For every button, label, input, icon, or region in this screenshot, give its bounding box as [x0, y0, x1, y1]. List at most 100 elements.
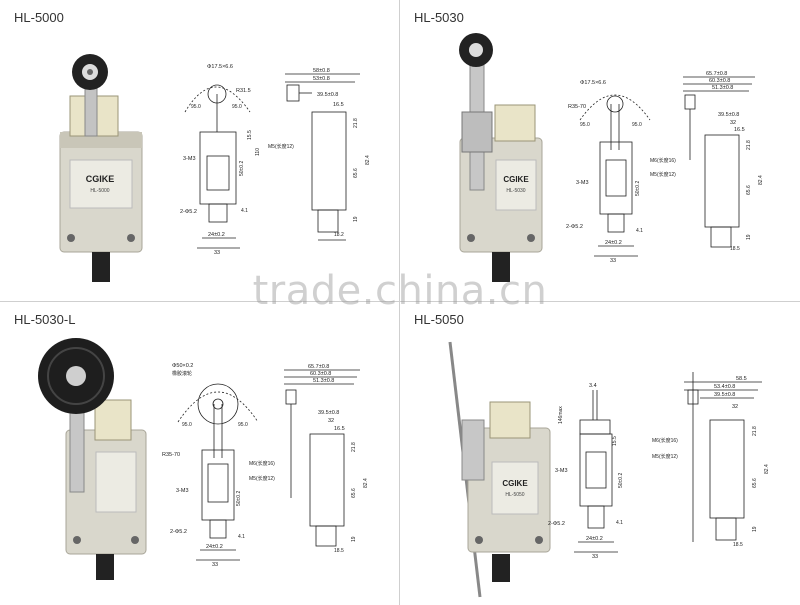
- model-title: HL-5000: [14, 10, 64, 25]
- width-outer-label: 33: [592, 554, 598, 560]
- width-outer-label: 33: [212, 562, 218, 568]
- side-height-label: 50±0.2: [618, 473, 624, 488]
- height-4: 19: [752, 526, 758, 532]
- top-dimension-b: 60.3±0.8: [310, 371, 331, 377]
- thread-label: M6(长度16): [652, 437, 678, 444]
- model-title: HL-5050: [414, 312, 464, 327]
- angle-right-label: 95.0: [632, 122, 642, 128]
- screw-label: 3-M3: [555, 468, 568, 474]
- thread2-label: M5(长度12): [652, 453, 678, 460]
- base-label: 18.5: [733, 542, 743, 548]
- lever-diameter-label: Φ17.5×6.6: [580, 80, 606, 86]
- side-height-label: 50±0.2: [236, 491, 242, 506]
- angle-left-label: 95.0: [191, 104, 201, 110]
- width-outer-label: 33: [610, 258, 616, 264]
- lever-note-label: 橡胶滚轮: [172, 370, 192, 377]
- offset-label: 4.1: [241, 208, 248, 214]
- holes-label: 2-Φ5.2: [548, 521, 565, 527]
- base-label: 18.5: [730, 246, 740, 252]
- top-dimension-a: 65.7±0.8: [706, 71, 727, 77]
- small-height-label: 15.5: [612, 436, 618, 446]
- height-1: 21.8: [353, 118, 359, 128]
- height-1: 21.8: [746, 140, 752, 150]
- top-dimension-c: 51.3±0.8: [712, 85, 733, 91]
- top-dimension-d: 39.5±0.8: [318, 410, 339, 416]
- width-inner-label: 24±0.2: [206, 544, 223, 550]
- holes-label: 2-Φ5.2: [170, 529, 187, 535]
- thread-label: M6(长度16): [650, 157, 676, 164]
- angle-right-label: 95.0: [238, 422, 248, 428]
- switch-photo: CGIKE HL-5030: [459, 33, 543, 282]
- vertical-divider: [399, 0, 400, 605]
- top-dimension-b: 53.4±0.8: [714, 384, 735, 390]
- base-label: 18.5: [334, 548, 344, 554]
- top-dimension-b: 60.3±0.8: [709, 78, 730, 84]
- horizontal-divider: [0, 301, 800, 302]
- panel-hl-5030: HL-5030 CGIKE HL-5030 Φ17.5×: [400, 0, 800, 301]
- small-height-label: 15.5: [247, 130, 253, 140]
- front-view: [177, 383, 259, 561]
- model-title: HL-5030-L: [14, 312, 76, 327]
- screw-label: 3-M3: [183, 156, 196, 162]
- thread2-label: M5(长度12): [650, 171, 676, 178]
- angle-right-label: 95.0: [232, 104, 242, 110]
- height-3: 82.4: [363, 478, 369, 488]
- top-dimension-a: 65.7±0.8: [308, 364, 329, 370]
- height-2: 65.6: [353, 168, 359, 178]
- rod-diameter-label: 3.4: [589, 383, 597, 389]
- total-height-label: 110: [255, 148, 261, 156]
- width-inner-label: 24±0.2: [208, 232, 225, 238]
- holes-label: 2-Φ5.2: [566, 224, 583, 230]
- top-dimension-d: 16.5: [333, 102, 344, 108]
- panel-hl-5030-l: HL-5030-L Φ50×0.2 橡胶滚轮 95: [0, 302, 399, 605]
- top-dimension-a: 58±0.8: [313, 68, 330, 74]
- switch-photo: CGIKE HL-5000: [59, 54, 143, 282]
- side-height-label: 50±0.2: [635, 181, 641, 196]
- lever-length-label: 146max: [558, 406, 564, 424]
- top-dimension-b: 53±0.8: [313, 76, 330, 82]
- product-drawing: CGIKE HL-5030 Φ17.5×6.6 R35-70 95.0 95.0…: [459, 33, 764, 282]
- angle-left-label: 95.0: [580, 122, 590, 128]
- top-dimension-d: 32: [732, 404, 738, 410]
- panel-hl-5000: HL-5000 CGIKE HL-5000: [0, 0, 399, 301]
- brand-label: CGIKE: [503, 175, 529, 184]
- body-model-label: HL-5030: [506, 188, 525, 194]
- top-dimension-c: 51.3±0.8: [313, 378, 334, 384]
- thread-label: M6(长度16): [249, 460, 275, 467]
- side-height-label: 50±0.2: [239, 161, 245, 176]
- front-view: [574, 390, 618, 553]
- offset-label: 4.1: [238, 534, 245, 540]
- width-inner-label: 24±0.2: [586, 536, 603, 542]
- brand-label: CGIKE: [86, 174, 115, 184]
- thread-label: M5(长度12): [268, 143, 294, 150]
- height-3: 82.4: [764, 464, 770, 474]
- switch-photo: [38, 338, 147, 580]
- body-model-label: HL-5000: [90, 188, 109, 194]
- panel-hl-5050: HL-5050 CGIKE HL-5050 3.4 146max 15.5: [400, 302, 800, 605]
- height-1: 21.8: [351, 442, 357, 452]
- lever-diameter-label: Φ50×0.2: [172, 363, 193, 369]
- model-title: HL-5030: [414, 10, 464, 25]
- base-label: 18.2: [334, 232, 344, 238]
- lever-radius-label: R35-70: [568, 104, 586, 110]
- holes-label: 2-Φ5.2: [180, 209, 197, 215]
- lever-radius-label: R35-70: [162, 452, 180, 458]
- height-3: 82.4: [365, 155, 371, 165]
- height-4: 19: [351, 536, 357, 542]
- lever-radius-label: R31.5: [236, 88, 251, 94]
- height-2: 65.6: [351, 488, 357, 498]
- side-view: [284, 369, 360, 547]
- top-dimension-a: 58.5: [736, 376, 747, 382]
- screw-label: 3-M3: [176, 488, 189, 494]
- screw-label: 3-M3: [576, 180, 589, 186]
- height-2: 65.6: [752, 478, 758, 488]
- top-dimension-f: 16.5: [734, 127, 745, 133]
- height-1: 21.8: [752, 426, 758, 436]
- product-drawing: CGIKE HL-5000 Φ17.5×6.6 R31.5 95.0 95.0 …: [59, 54, 371, 282]
- width-inner-label: 24±0.2: [605, 240, 622, 246]
- body-model-label: HL-5050: [505, 492, 524, 498]
- product-drawing: Φ50×0.2 橡胶滚轮 95.0 95.0 R35-70 3-M3 2-Φ5.…: [38, 338, 369, 580]
- offset-label: 4.1: [616, 520, 623, 526]
- height-4: 19: [746, 234, 752, 240]
- front-view: [184, 84, 251, 249]
